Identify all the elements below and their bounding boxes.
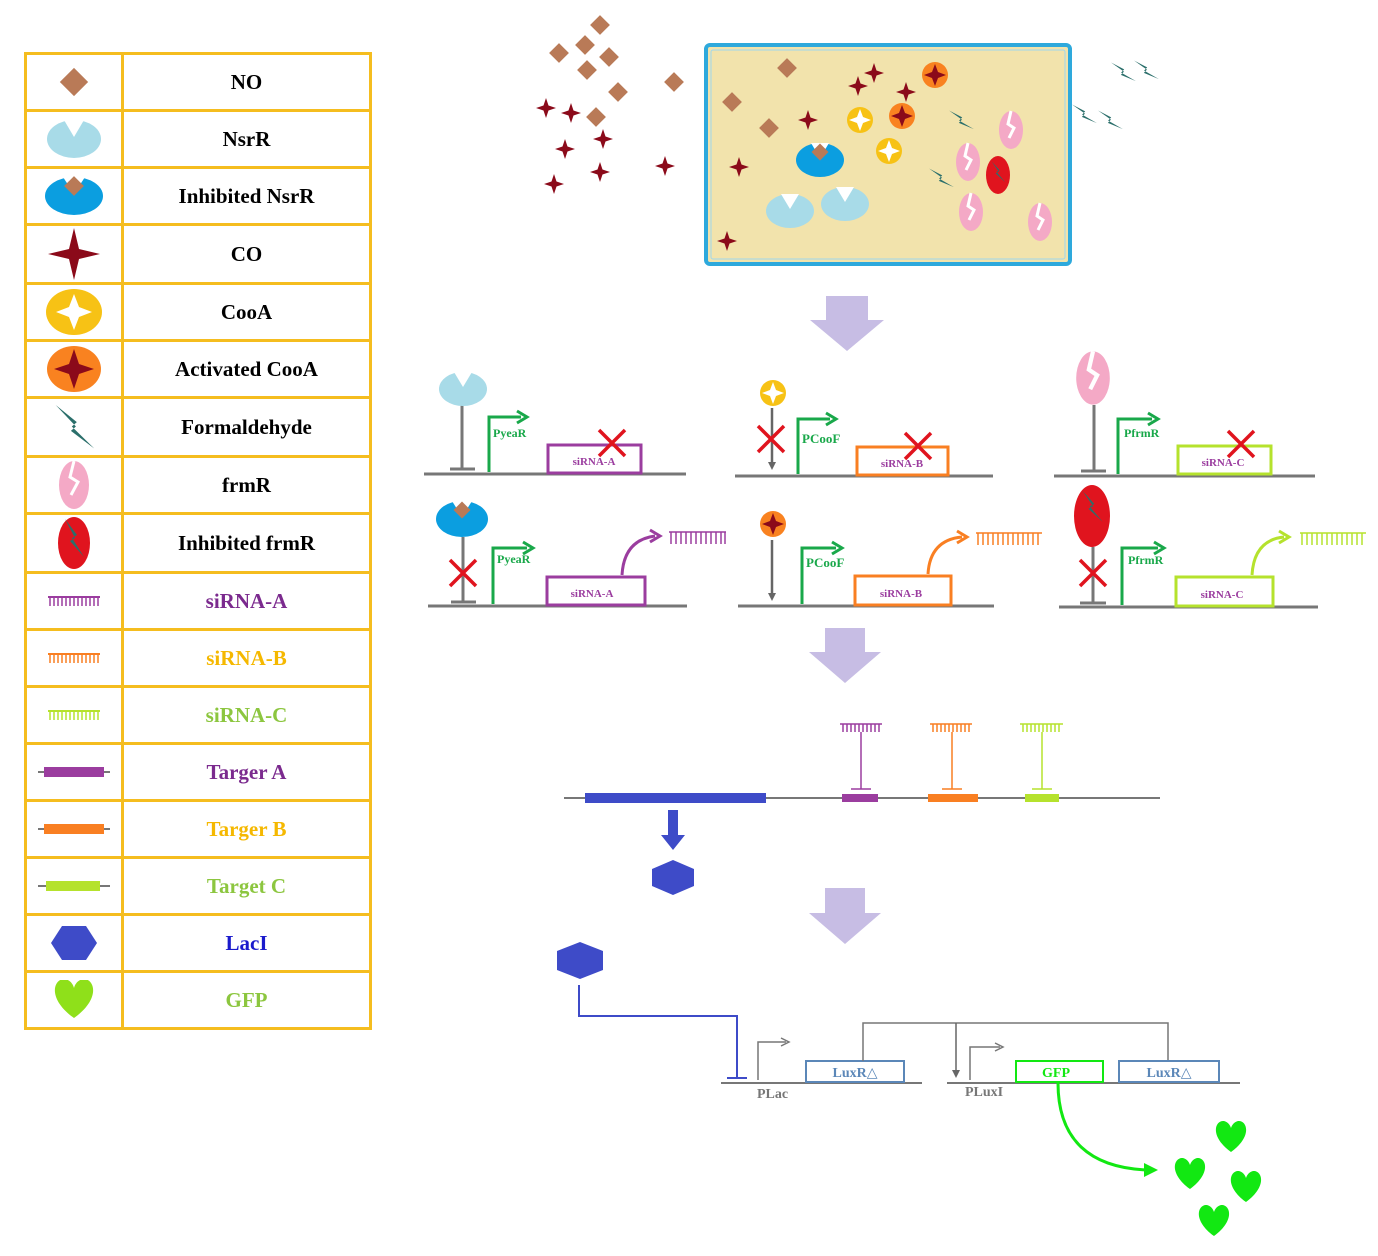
gfp-gene-label: GFP bbox=[1042, 1066, 1070, 1081]
promoter-label: PyeaR bbox=[497, 552, 531, 566]
promoter-label: PfrmR bbox=[1128, 553, 1164, 567]
legend-label: NsrR bbox=[121, 109, 372, 169]
inhibited-frmr-icon bbox=[24, 512, 124, 574]
promoter-label: PCooF bbox=[802, 431, 840, 446]
legend-row: NsrR bbox=[24, 109, 372, 169]
circuit-c-on: PfrmR siRNA-C bbox=[1059, 485, 1366, 609]
sirna-b-icon bbox=[24, 628, 124, 688]
legend-row: siRNA-C bbox=[24, 685, 372, 745]
legend-row: CooA bbox=[24, 282, 372, 342]
flow-arrow-1 bbox=[810, 296, 884, 351]
legend-row: Target C bbox=[24, 856, 372, 916]
gfp-heart-icon bbox=[24, 970, 124, 1030]
laci-hexagon-icon bbox=[24, 913, 124, 973]
legend-row: Targer A bbox=[24, 742, 372, 802]
legend-row: Formaldehyde bbox=[24, 396, 372, 458]
legend-label: Inhibited NsrR bbox=[121, 166, 372, 226]
gene-label: siRNA-B bbox=[881, 458, 924, 470]
luxr1-label: LuxR△ bbox=[832, 1066, 877, 1081]
gene-label: siRNA-A bbox=[573, 456, 616, 468]
legend-row: CO bbox=[24, 223, 372, 285]
legend-row: Activated CooA bbox=[24, 339, 372, 399]
legend-row: frmR bbox=[24, 455, 372, 515]
legend-row: LacI bbox=[24, 913, 372, 973]
legend-label: Formaldehyde bbox=[121, 396, 372, 458]
legend-label: siRNA-A bbox=[121, 571, 372, 631]
promoter-label: PfrmR bbox=[1124, 426, 1160, 440]
flow-arrow-2 bbox=[809, 628, 881, 683]
no-diamond-icon bbox=[24, 52, 124, 112]
inhibited-nsrr-icon bbox=[24, 166, 124, 226]
target-c-icon bbox=[24, 856, 124, 916]
legend-label: Inhibited frmR bbox=[121, 512, 372, 574]
legend-label: Target C bbox=[121, 856, 372, 916]
legend-row: siRNA-B bbox=[24, 628, 372, 688]
luxr2-label: LuxR△ bbox=[1146, 1066, 1191, 1081]
legend-row: NO bbox=[24, 52, 372, 112]
legend-label: Targer B bbox=[121, 799, 372, 859]
pluxi-label: PLuxI bbox=[965, 1085, 1003, 1100]
target-mrna bbox=[564, 723, 1160, 895]
circuit-a-on: PyeaR siRNA-A bbox=[428, 501, 726, 608]
cooa-icon bbox=[24, 282, 124, 342]
circuit-b-on: PCooF siRNA-B bbox=[738, 511, 1042, 608]
circuit-a-off: PyeaR siRNA-A bbox=[424, 372, 686, 476]
legend-label: siRNA-B bbox=[121, 628, 372, 688]
nsrr-icon bbox=[24, 109, 124, 169]
plac-label: PLac bbox=[757, 1087, 788, 1102]
legend-row: GFP bbox=[24, 970, 372, 1030]
legend-label: Activated CooA bbox=[121, 339, 372, 399]
legend-row: Inhibited NsrR bbox=[24, 166, 372, 226]
legend-row: siRNA-A bbox=[24, 571, 372, 631]
legend-row: Targer B bbox=[24, 799, 372, 859]
flow-arrow-3 bbox=[809, 888, 881, 944]
target-a-icon bbox=[24, 742, 124, 802]
gene-label: siRNA-A bbox=[571, 588, 614, 600]
legend-row: Inhibited frmR bbox=[24, 512, 372, 574]
bacterial-cell bbox=[704, 43, 1072, 266]
legend-label: siRNA-C bbox=[121, 685, 372, 745]
final-circuit: PLac LuxR△ PLuxI GFP LuxR△ bbox=[557, 942, 1262, 1236]
activated-cooa-icon bbox=[24, 339, 124, 399]
legend-label: CO bbox=[121, 223, 372, 285]
gene-label: siRNA-C bbox=[1202, 457, 1245, 469]
co-star-icon bbox=[24, 223, 124, 285]
legend-label: frmR bbox=[121, 455, 372, 515]
sirna-c-icon bbox=[24, 685, 124, 745]
formaldehyde-bolt-icon bbox=[24, 396, 124, 458]
circuit-c-off: PfrmR siRNA-C bbox=[1054, 351, 1315, 478]
promoter-label: PCooF bbox=[806, 555, 844, 570]
gene-label: siRNA-B bbox=[880, 588, 923, 600]
circuit-b-off: PCooF siRNA-B bbox=[735, 380, 993, 478]
sirna-a-icon bbox=[24, 571, 124, 631]
promoter-label: PyeaR bbox=[493, 426, 527, 440]
legend-label: LacI bbox=[121, 913, 372, 973]
target-b-icon bbox=[24, 799, 124, 859]
legend-label: GFP bbox=[121, 970, 372, 1030]
legend-label: CooA bbox=[121, 282, 372, 342]
frmr-icon bbox=[24, 455, 124, 515]
legend-label: Targer A bbox=[121, 742, 372, 802]
outside-co-molecules bbox=[536, 98, 675, 194]
gene-label: siRNA-C bbox=[1201, 589, 1244, 601]
legend-label: NO bbox=[121, 52, 372, 112]
